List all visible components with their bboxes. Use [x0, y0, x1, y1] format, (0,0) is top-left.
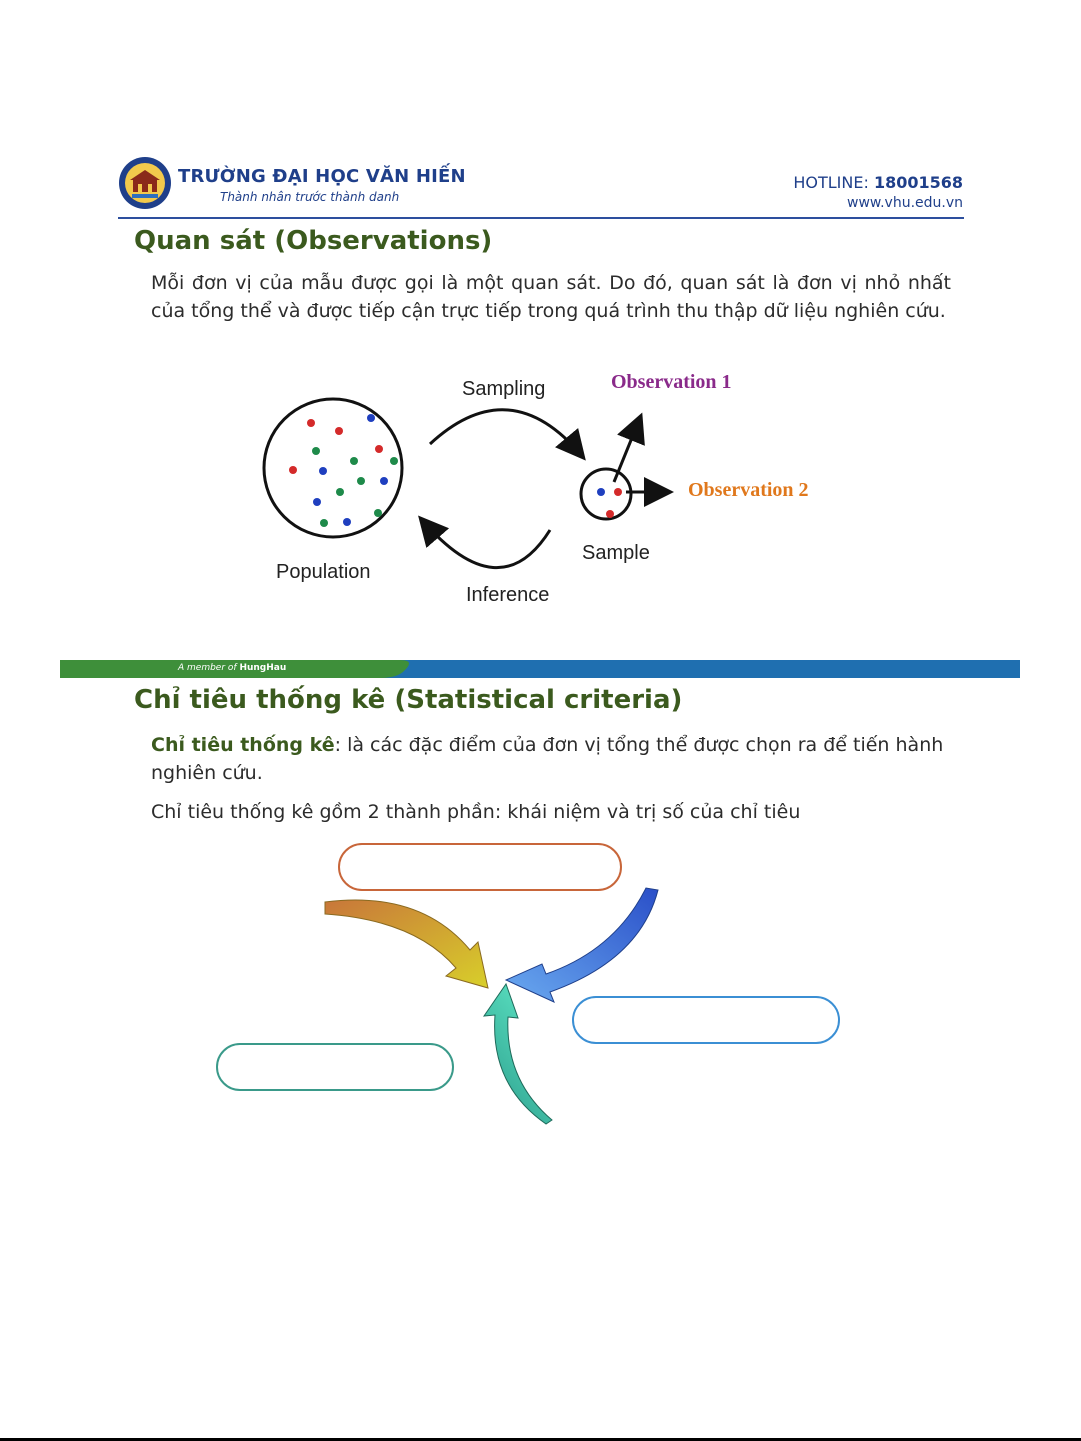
university-logo [119, 157, 171, 209]
sample-label: Sample [582, 542, 650, 564]
website-link[interactable]: www.vhu.edu.vn [847, 195, 963, 211]
yellow-arrow [324, 899, 489, 989]
sample-dot [597, 488, 605, 496]
population-dot [390, 457, 398, 465]
sampling-arrow [428, 408, 586, 461]
hotline-number: 18001568 [873, 173, 963, 192]
member-text: A member of HungHau [178, 663, 286, 673]
concept-box-left [216, 1043, 454, 1091]
population-dot [307, 419, 315, 427]
population-dot [357, 477, 365, 485]
sampling-label: Sampling [462, 378, 546, 400]
converging-arrows [324, 887, 659, 1125]
observation1-label: Observation 1 [611, 371, 732, 393]
section2-components: Chỉ tiêu thống kê gồm 2 thành phần: khái… [151, 801, 801, 823]
school-name: TRƯỜNG ĐẠI HỌC VĂN HIẾN [178, 166, 466, 187]
population-dot [350, 457, 358, 465]
population-dot [335, 427, 343, 435]
slide-footer-band [60, 660, 1020, 678]
sample-dot [606, 510, 614, 518]
population-dot [380, 477, 388, 485]
section2-definition: Chỉ tiêu thống kê: là các đặc điểm của đ… [151, 731, 951, 787]
hotline: HOTLINE: 18001568 [793, 173, 963, 192]
population-dot [374, 509, 382, 517]
population-dot [336, 488, 344, 496]
criteria-definition: : là các đặc điểm của đơn vị tổng thể đư… [151, 734, 944, 784]
population-dot [319, 467, 327, 475]
hotline-label: HOTLINE: [793, 173, 874, 192]
inference-arrow [418, 515, 552, 569]
blue-arrow [504, 887, 659, 1003]
concept-box-right [572, 996, 840, 1044]
population-circle [262, 397, 404, 539]
section1-paragraph: Mỗi đơn vị của mẫu được gọi là một quan … [151, 272, 951, 322]
member-prefix: A member of [178, 663, 240, 673]
population-dot [367, 414, 375, 422]
member-name: HungHau [239, 663, 287, 673]
section2-title: Chỉ tiêu thống kê (Statistical criteria) [134, 685, 683, 715]
sample-circle [579, 467, 633, 521]
population-dot [289, 466, 297, 474]
header: TRƯỜNG ĐẠI HỌC VĂN HIẾN Thành nhân trước… [0, 0, 1081, 230]
observation1-arrow [612, 412, 645, 483]
section1-title: Quan sát (Observations) [134, 226, 493, 256]
population-dot [312, 447, 320, 455]
population-dot [320, 519, 328, 527]
criteria-term: Chỉ tiêu thống kê [151, 734, 335, 756]
inference-label: Inference [466, 584, 550, 606]
sampling-diagram [262, 397, 674, 569]
sample-dot [614, 488, 622, 496]
observation2-label: Observation 2 [688, 479, 809, 501]
population-dot [375, 445, 383, 453]
concept-box-top [338, 843, 622, 891]
population-label: Population [276, 561, 371, 583]
teal-arrow [482, 982, 553, 1125]
school-motto: Thành nhân trước thành danh [220, 190, 400, 204]
population-dot [313, 498, 321, 506]
header-divider [118, 217, 964, 219]
population-dot [343, 518, 351, 526]
page-bottom-rule [0, 1438, 1081, 1441]
